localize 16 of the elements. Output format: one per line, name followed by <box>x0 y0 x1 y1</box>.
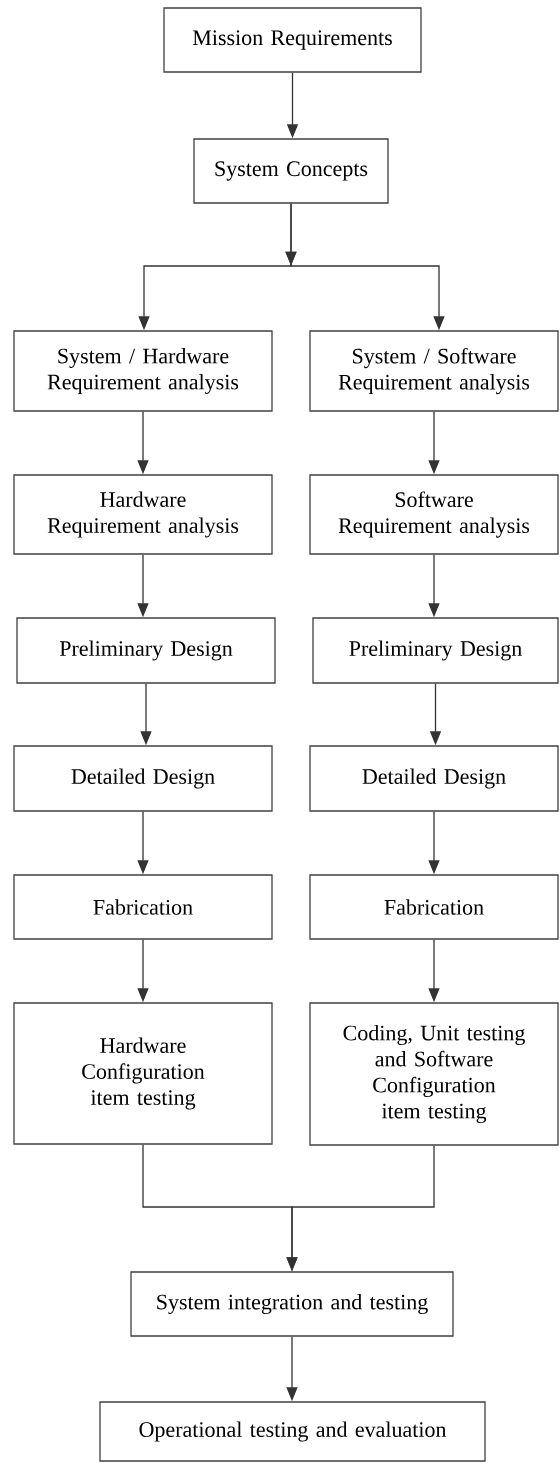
flow-box: Preliminary Design <box>16 617 276 684</box>
flow-box: Detailed Design <box>13 745 273 812</box>
flow-box: Preliminary Design <box>312 617 559 684</box>
flow-box: Coding, Unit testing and Software Configuration item testing <box>309 1002 559 1146</box>
flow-box: System Concepts <box>193 138 389 204</box>
flow-box: Hardware Requirement analysis <box>13 474 273 555</box>
flow-box: System / Software Requirement analysis <box>309 330 559 412</box>
flow-box: Fabrication <box>309 874 559 940</box>
flow-box: Detailed Design <box>309 745 559 812</box>
flow-box: Mission Requirements <box>163 7 422 73</box>
flow-box: Hardware Configuration item testing <box>13 1002 273 1145</box>
flow-box: System / Hardware Requirement analysis <box>13 330 273 412</box>
flow-box: System integration and testing <box>130 1271 454 1337</box>
flow-box: Software Requirement analysis <box>309 474 559 555</box>
flow-box: Fabrication <box>13 874 273 940</box>
flow-box: Operational testing and evaluation <box>99 1401 486 1462</box>
